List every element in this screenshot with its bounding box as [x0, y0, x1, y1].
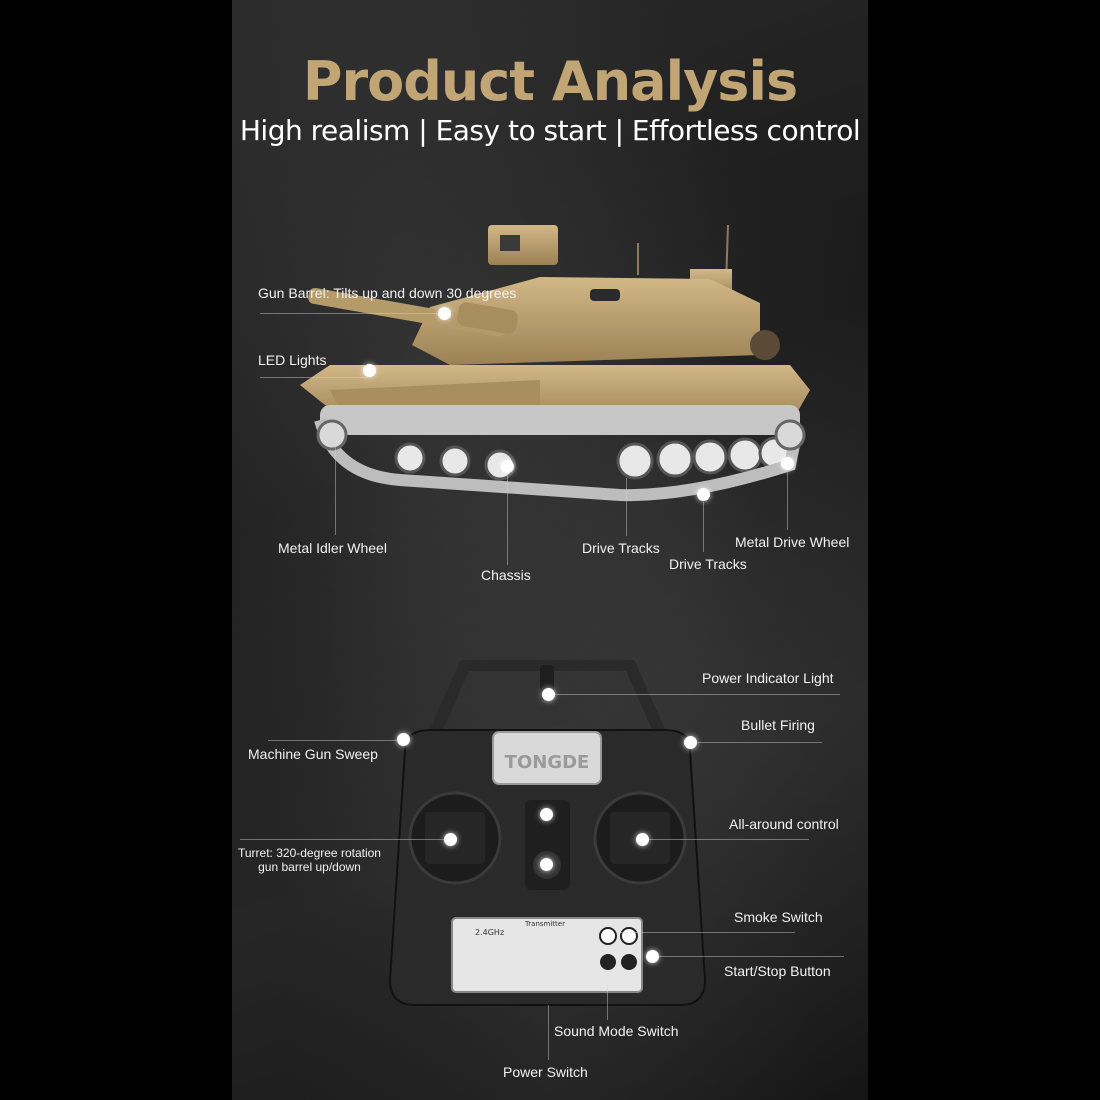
drive-tracks-1-label: Drive Tracks: [582, 540, 660, 556]
chassis-leader: [507, 475, 508, 565]
panel-label-text: Transmitter: [524, 920, 565, 928]
frequency-text: 2.4GHz: [475, 928, 504, 937]
sound-mode-label: Sound Mode Switch: [554, 1023, 679, 1039]
idler-wheel-leader: [335, 445, 336, 535]
sound-mode-leader: [607, 985, 608, 1020]
machine-gun-dot: [397, 733, 410, 746]
smoke-switch-leader: [620, 932, 795, 933]
power-indicator-label: Power Indicator Light: [702, 670, 834, 686]
brand-text: TONGDE: [505, 752, 590, 773]
chassis-dot: [501, 460, 514, 473]
power-indicator-dot: [542, 688, 555, 701]
machine-gun-label: Machine Gun Sweep: [248, 746, 378, 762]
all-around-label: All-around control: [729, 816, 839, 832]
page-title: Product Analysis: [302, 50, 798, 113]
start-stop-leader: [659, 956, 844, 957]
turret-label: Turret: 320-degree rotation gun barrel u…: [238, 846, 381, 874]
machine-gun-leader: [268, 740, 398, 741]
gun-barrel-dot: [438, 307, 451, 320]
start-stop-label: Start/Stop Button: [724, 963, 831, 979]
drive-wheel-label: Metal Drive Wheel: [735, 534, 850, 550]
gun-barrel-leader: [260, 313, 445, 314]
led-lights-leader: [260, 377, 370, 378]
chassis-label: Chassis: [481, 567, 531, 583]
idler-wheel-label: Metal Idler Wheel: [278, 540, 387, 556]
led-lights-label: LED Lights: [258, 352, 327, 368]
tank-image: [300, 224, 810, 502]
drive-tracks-2-leader: [703, 502, 704, 552]
power-switch-label: Power Switch: [503, 1064, 588, 1080]
center-bottom-dot: [540, 858, 553, 871]
drive-tracks-1-leader: [626, 478, 627, 536]
bullet-firing-leader: [697, 742, 822, 743]
drive-wheel-dot: [781, 457, 794, 470]
power-indicator-leader: [555, 694, 840, 695]
turret-dot: [444, 833, 457, 846]
bullet-firing-label: Bullet Firing: [741, 717, 815, 733]
smoke-switch-label: Smoke Switch: [734, 909, 823, 925]
transmitter-image: TONGDE 2.4GHz Transmitter: [388, 660, 707, 1006]
turret-leader: [240, 839, 445, 840]
led-lights-dot: [363, 364, 376, 377]
power-switch-leader: [548, 1005, 549, 1060]
center-top-dot: [540, 808, 553, 821]
drive-wheel-leader: [787, 472, 788, 530]
bullet-firing-dot: [684, 736, 697, 749]
turret-label-line2: gun barrel up/down: [258, 860, 361, 874]
all-around-dot: [636, 833, 649, 846]
drive-tracks-2-label: Drive Tracks: [669, 556, 747, 572]
start-stop-dot: [646, 950, 659, 963]
all-around-leader: [649, 839, 809, 840]
gun-barrel-label: Gun Barrel: Tilts up and down 30 degrees: [258, 285, 517, 301]
page-subtitle: High realism | Easy to start | Effortles…: [239, 114, 861, 147]
drive-tracks-2-dot: [697, 488, 710, 501]
turret-label-line1: Turret: 320-degree rotation: [238, 846, 381, 860]
